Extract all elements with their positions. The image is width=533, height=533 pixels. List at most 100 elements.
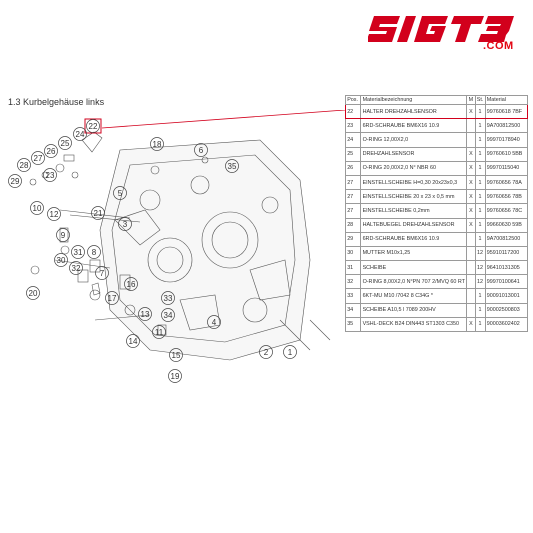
svg-text:14: 14 [129,337,138,346]
callout-1: 1 [283,345,297,359]
svg-text:19: 19 [171,372,180,381]
cell-pos: 22 [344,103,362,120]
cell-m [466,118,476,134]
cell-material: 95910117200 [484,245,529,262]
header-description: Materialbezeichnung [360,95,468,105]
cell-m [466,245,476,262]
cell-description: 6RD-SCHRAUBE BM6X16 10.9 [360,118,468,134]
callout-24: 24 [73,127,87,141]
cell-pos: 30 [344,245,362,262]
cell-m: X [466,203,476,219]
svg-text:25: 25 [61,139,70,148]
cell-m [466,231,476,247]
callout-9: 9 [56,228,70,242]
highlight-callout-box [84,118,102,134]
highlight-leader-line [101,110,345,129]
cell-qty: 1 [474,132,486,148]
svg-text:2: 2 [264,348,269,357]
cell-qty: 1 [474,231,486,247]
cell-description: DREHZAHLSENSOR [360,146,468,162]
callout-32: 32 [69,261,83,275]
cell-description: HALTER DREHZAHLSENSOR [360,103,468,120]
callout-13: 13 [138,307,152,321]
header-pos: Pos. [344,95,362,105]
crankcase-drawing [29,131,331,361]
svg-text:20: 20 [29,289,38,298]
cell-qty: 1 [474,316,486,333]
callout-15: 15 [169,348,183,362]
cell-material: 99970115040 [484,160,529,176]
cell-pos: 27 [344,174,362,191]
cell-pos: 32 [344,274,362,290]
cell-description: MUTTER M10x1,25 [360,245,468,262]
cell-material: 99760618 7BF [484,103,529,120]
cell-m [466,132,476,148]
cell-qty: 1 [474,174,486,191]
table-header-row: Pos. Materialbezeichnung M St. Material [344,95,529,105]
cell-pos: 35 [344,316,362,333]
cell-material: 90002500803 [484,302,529,318]
callout-26: 26 [44,144,58,158]
cell-pos: 26 [344,160,362,176]
cell-qty: 1 [474,189,486,205]
cell-m: X [466,189,476,205]
callout-7: 7 [95,266,109,280]
cell-pos: 27 [344,203,362,219]
callout-30: 30 [54,253,68,267]
cell-pos: 25 [344,146,362,162]
cell-m: X [466,217,476,233]
cell-pos: 24 [344,132,362,148]
callout-28: 28 [17,158,31,172]
callout-20: 20 [26,286,40,300]
cell-pos: 28 [344,217,362,233]
svg-text:12: 12 [50,210,59,219]
svg-text:6: 6 [199,146,204,155]
svg-text:23: 23 [46,171,55,180]
cell-description: O-RING 12,00X2,0 [360,132,468,148]
sigt3-logo [368,16,514,42]
cell-pos: 23 [344,118,362,134]
callout-2: 2 [259,345,273,359]
header-qty: St. [474,95,486,105]
cell-m [466,274,476,290]
callout-6: 6 [194,143,208,157]
cell-description: HALTEBUEGEL DREHZAHLSENSOR [360,217,468,233]
cell-m [466,288,476,304]
callout-19: 19 [168,369,182,383]
cell-m [466,260,476,276]
svg-text:5: 5 [118,189,123,198]
callout-35: 35 [225,159,239,173]
cell-qty: 12 [474,260,486,276]
cell-pos: 33 [344,288,362,304]
svg-text:1: 1 [288,348,293,357]
header-m: M [466,95,476,105]
cell-description: VSHL-DECK B24 DIN443 ST1303 C350 [360,316,468,333]
callout-16: 16 [124,277,138,291]
header-material: Material [484,95,529,105]
cell-m: X [466,174,476,191]
cell-m: X [466,146,476,162]
cell-description: O-RING 20,00X2,0 N° NBR 60 [360,160,468,176]
cell-material: 99760610 5BB [484,146,529,162]
exploded-diagram: 22 24 25 26 27 28 29 23 18 6 35 5 10 12 … [8,110,345,383]
svg-text:21: 21 [94,209,103,218]
svg-text:11: 11 [155,328,164,337]
svg-text:4: 4 [212,318,217,327]
callout-17: 17 [105,291,119,305]
cell-qty: 1 [474,288,486,304]
svg-text:27: 27 [34,154,43,163]
svg-text:9: 9 [61,231,66,240]
cell-qty: 12 [474,245,486,262]
cell-material: 99760656 78B [484,189,529,205]
cell-material: 90091013001 [484,288,529,304]
callout-8: 8 [87,245,101,259]
cell-description: 6KT-MU M10 /7042 8 C34G * [360,288,468,304]
cell-material: 99970100641 [484,274,529,290]
callout-23: 23 [43,168,57,182]
